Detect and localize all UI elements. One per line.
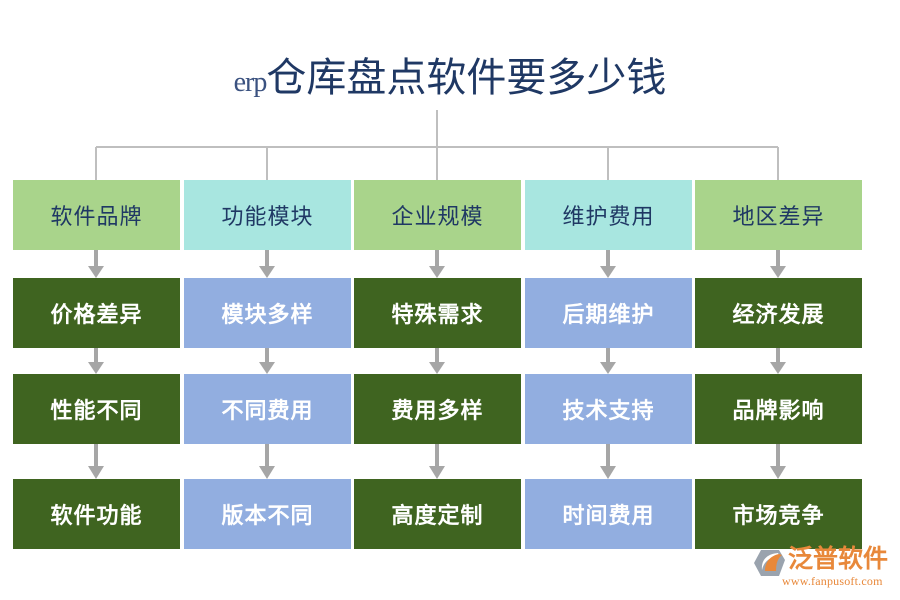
node-5-3[interactable]: 市场竞争	[695, 479, 862, 549]
node-2-3[interactable]: 版本不同	[184, 479, 351, 549]
node-2-2[interactable]: 不同费用	[184, 374, 351, 444]
node-header-1[interactable]: 软件品牌	[13, 180, 180, 250]
node-5-2[interactable]: 品牌影响	[695, 374, 862, 444]
node-4-2[interactable]: 技术支持	[525, 374, 692, 444]
node-1-1[interactable]: 价格差异	[13, 278, 180, 348]
watermark-logo: 泛普软件 www.fanpusoft.com	[752, 546, 896, 594]
node-3-1[interactable]: 特殊需求	[354, 278, 521, 348]
node-1-2[interactable]: 性能不同	[13, 374, 180, 444]
node-header-3[interactable]: 企业规模	[354, 180, 521, 250]
node-2-1[interactable]: 模块多样	[184, 278, 351, 348]
node-4-3[interactable]: 时间费用	[525, 479, 692, 549]
node-3-2[interactable]: 费用多样	[354, 374, 521, 444]
node-header-2[interactable]: 功能模块	[184, 180, 351, 250]
node-header-5[interactable]: 地区差异	[695, 180, 862, 250]
node-header-4[interactable]: 维护费用	[525, 180, 692, 250]
logo-url-text: www.fanpusoft.com	[782, 574, 883, 588]
node-3-3[interactable]: 高度定制	[354, 479, 521, 549]
node-1-3[interactable]: 软件功能	[13, 479, 180, 549]
title-cjk-text: 仓库盘点软件要多少钱	[266, 55, 667, 100]
node-4-1[interactable]: 后期维护	[525, 278, 692, 348]
logo-brand-text: 泛普软件	[788, 546, 889, 573]
node-5-1[interactable]: 经济发展	[695, 278, 862, 348]
fanpu-swoosh-icon	[754, 550, 785, 576]
page-title: erp仓库盘点软件要多少钱	[0, 52, 900, 109]
title-latin-prefix: erp	[233, 67, 268, 98]
